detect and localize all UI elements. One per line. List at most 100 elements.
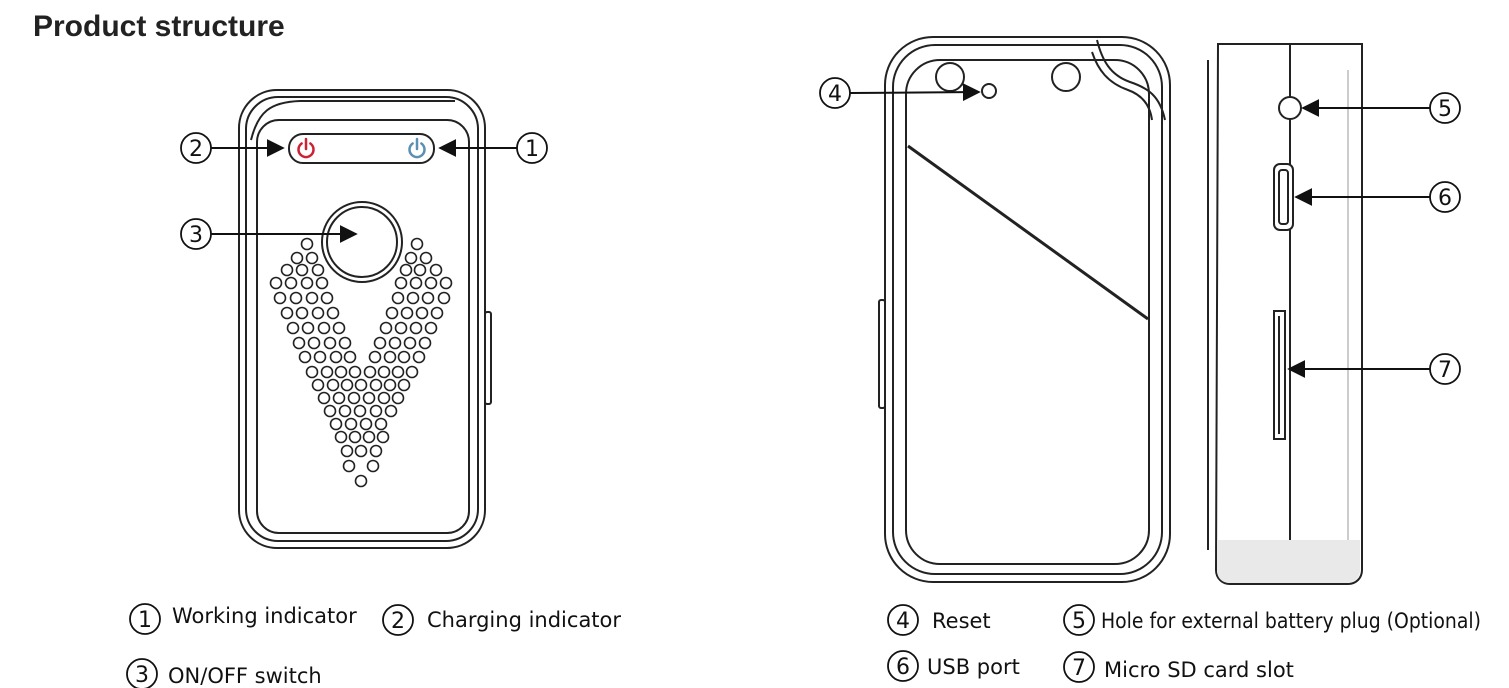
speaker-hole <box>368 350 382 364</box>
speaker-hole <box>329 417 343 431</box>
speaker-hole <box>415 306 429 320</box>
legend-battery-hole: 5 Hole for external battery plug (Option… <box>1063 604 1481 636</box>
svg-text:1: 1 <box>525 137 539 162</box>
speaker-hole <box>295 263 309 277</box>
speaker-hole <box>439 276 453 290</box>
speaker-hole <box>369 444 383 458</box>
speaker-hole <box>374 417 388 431</box>
speaker-hole <box>373 336 387 350</box>
callout-4: 4 <box>819 77 981 109</box>
back-top-curve-inner <box>1091 51 1153 121</box>
side-view <box>1207 43 1363 585</box>
speaker-hole <box>409 276 423 290</box>
speaker-hole <box>394 321 408 335</box>
speaker-hole <box>406 291 420 305</box>
callout-3: 3 <box>180 218 358 250</box>
speaker-hole <box>332 321 346 335</box>
speaker-hole <box>326 378 340 392</box>
speaker-hole <box>397 378 411 392</box>
speaker-hole <box>280 306 294 320</box>
legend-onoff-switch: 3 ON/OFF switch <box>126 658 322 688</box>
speaker-hole <box>305 291 319 305</box>
speaker-hole <box>399 263 413 277</box>
speaker-hole <box>340 444 354 458</box>
speaker-hole <box>307 336 321 350</box>
speaker-hole <box>376 430 390 444</box>
indicator-strip <box>288 133 435 164</box>
speaker-hole <box>311 306 325 320</box>
working-indicator-icon <box>408 137 426 159</box>
speaker-hole <box>326 306 340 320</box>
speaker-hole <box>348 430 362 444</box>
speaker-hole <box>269 276 283 290</box>
side-button <box>484 311 492 405</box>
speaker-hole <box>403 336 417 350</box>
speaker-hole <box>342 459 356 473</box>
legend-num: 5 <box>1072 609 1086 634</box>
svg-text:4: 4 <box>828 82 842 107</box>
camera-hole-right <box>1051 62 1081 92</box>
speaker-hole <box>363 365 377 379</box>
speaker-hole <box>377 365 391 379</box>
speaker-hole <box>313 350 327 364</box>
speaker-hole <box>286 321 300 335</box>
speaker-hole <box>338 336 352 350</box>
speaker-hole <box>340 378 354 392</box>
speaker-hole <box>377 391 391 405</box>
reflection-line <box>907 144 1149 321</box>
speaker-hole <box>359 417 373 431</box>
speaker-hole <box>311 378 325 392</box>
legend-working-indicator: 1 Working indicator <box>129 603 357 635</box>
speaker-hole <box>412 350 426 364</box>
speaker-hole <box>317 321 331 335</box>
speaker-hole <box>300 276 314 290</box>
speaker-hole <box>301 321 315 335</box>
legend-label: ON/OFF switch <box>168 664 322 688</box>
speaker-hole <box>305 251 319 265</box>
speaker-hole <box>409 321 423 335</box>
svg-text:7: 7 <box>1438 358 1452 383</box>
speaker-hole <box>354 474 368 488</box>
speaker-hole <box>391 291 405 305</box>
speaker-hole <box>405 365 419 379</box>
legend-label: USB port <box>927 655 1020 679</box>
legend-num: 1 <box>138 608 152 633</box>
back-side-button <box>878 299 886 409</box>
speaker-hole <box>329 350 343 364</box>
speaker-hole <box>298 350 312 364</box>
speaker-hole <box>273 291 287 305</box>
legend-usb-port: 6 USB port <box>887 650 1020 682</box>
speaker-hole <box>344 417 358 431</box>
speaker-hole <box>362 430 376 444</box>
legend-label: Charging indicator <box>427 608 621 632</box>
speaker-hole <box>391 365 405 379</box>
callout-7: 7 <box>1287 353 1461 385</box>
speaker-hole <box>362 391 376 405</box>
speaker-hole <box>317 391 331 405</box>
speaker-hole <box>397 350 411 364</box>
speaker-hole <box>404 251 418 265</box>
back-top-curve <box>1096 39 1166 121</box>
speaker-hole <box>419 251 433 265</box>
speaker-grille <box>269 237 453 488</box>
speaker-hole <box>430 306 444 320</box>
front-panel <box>256 119 470 534</box>
legend-reset: 4 Reset <box>887 604 991 636</box>
speaker-hole <box>369 378 383 392</box>
speaker-hole <box>343 350 357 364</box>
svg-text:3: 3 <box>189 223 203 248</box>
speaker-hole <box>369 404 383 418</box>
back-mid-shell <box>892 44 1163 575</box>
speaker-hole <box>429 263 443 277</box>
speaker-hole <box>354 444 368 458</box>
speaker-hole <box>305 365 319 379</box>
front-inner-shell <box>245 96 479 542</box>
usb-port <box>1273 163 1294 231</box>
svg-text:5: 5 <box>1438 97 1452 122</box>
speaker-hole <box>424 276 438 290</box>
speaker-hole <box>311 263 325 277</box>
front-view <box>238 89 492 549</box>
callout-2: 2 <box>180 132 285 164</box>
callout-6: 6 <box>1294 181 1461 213</box>
